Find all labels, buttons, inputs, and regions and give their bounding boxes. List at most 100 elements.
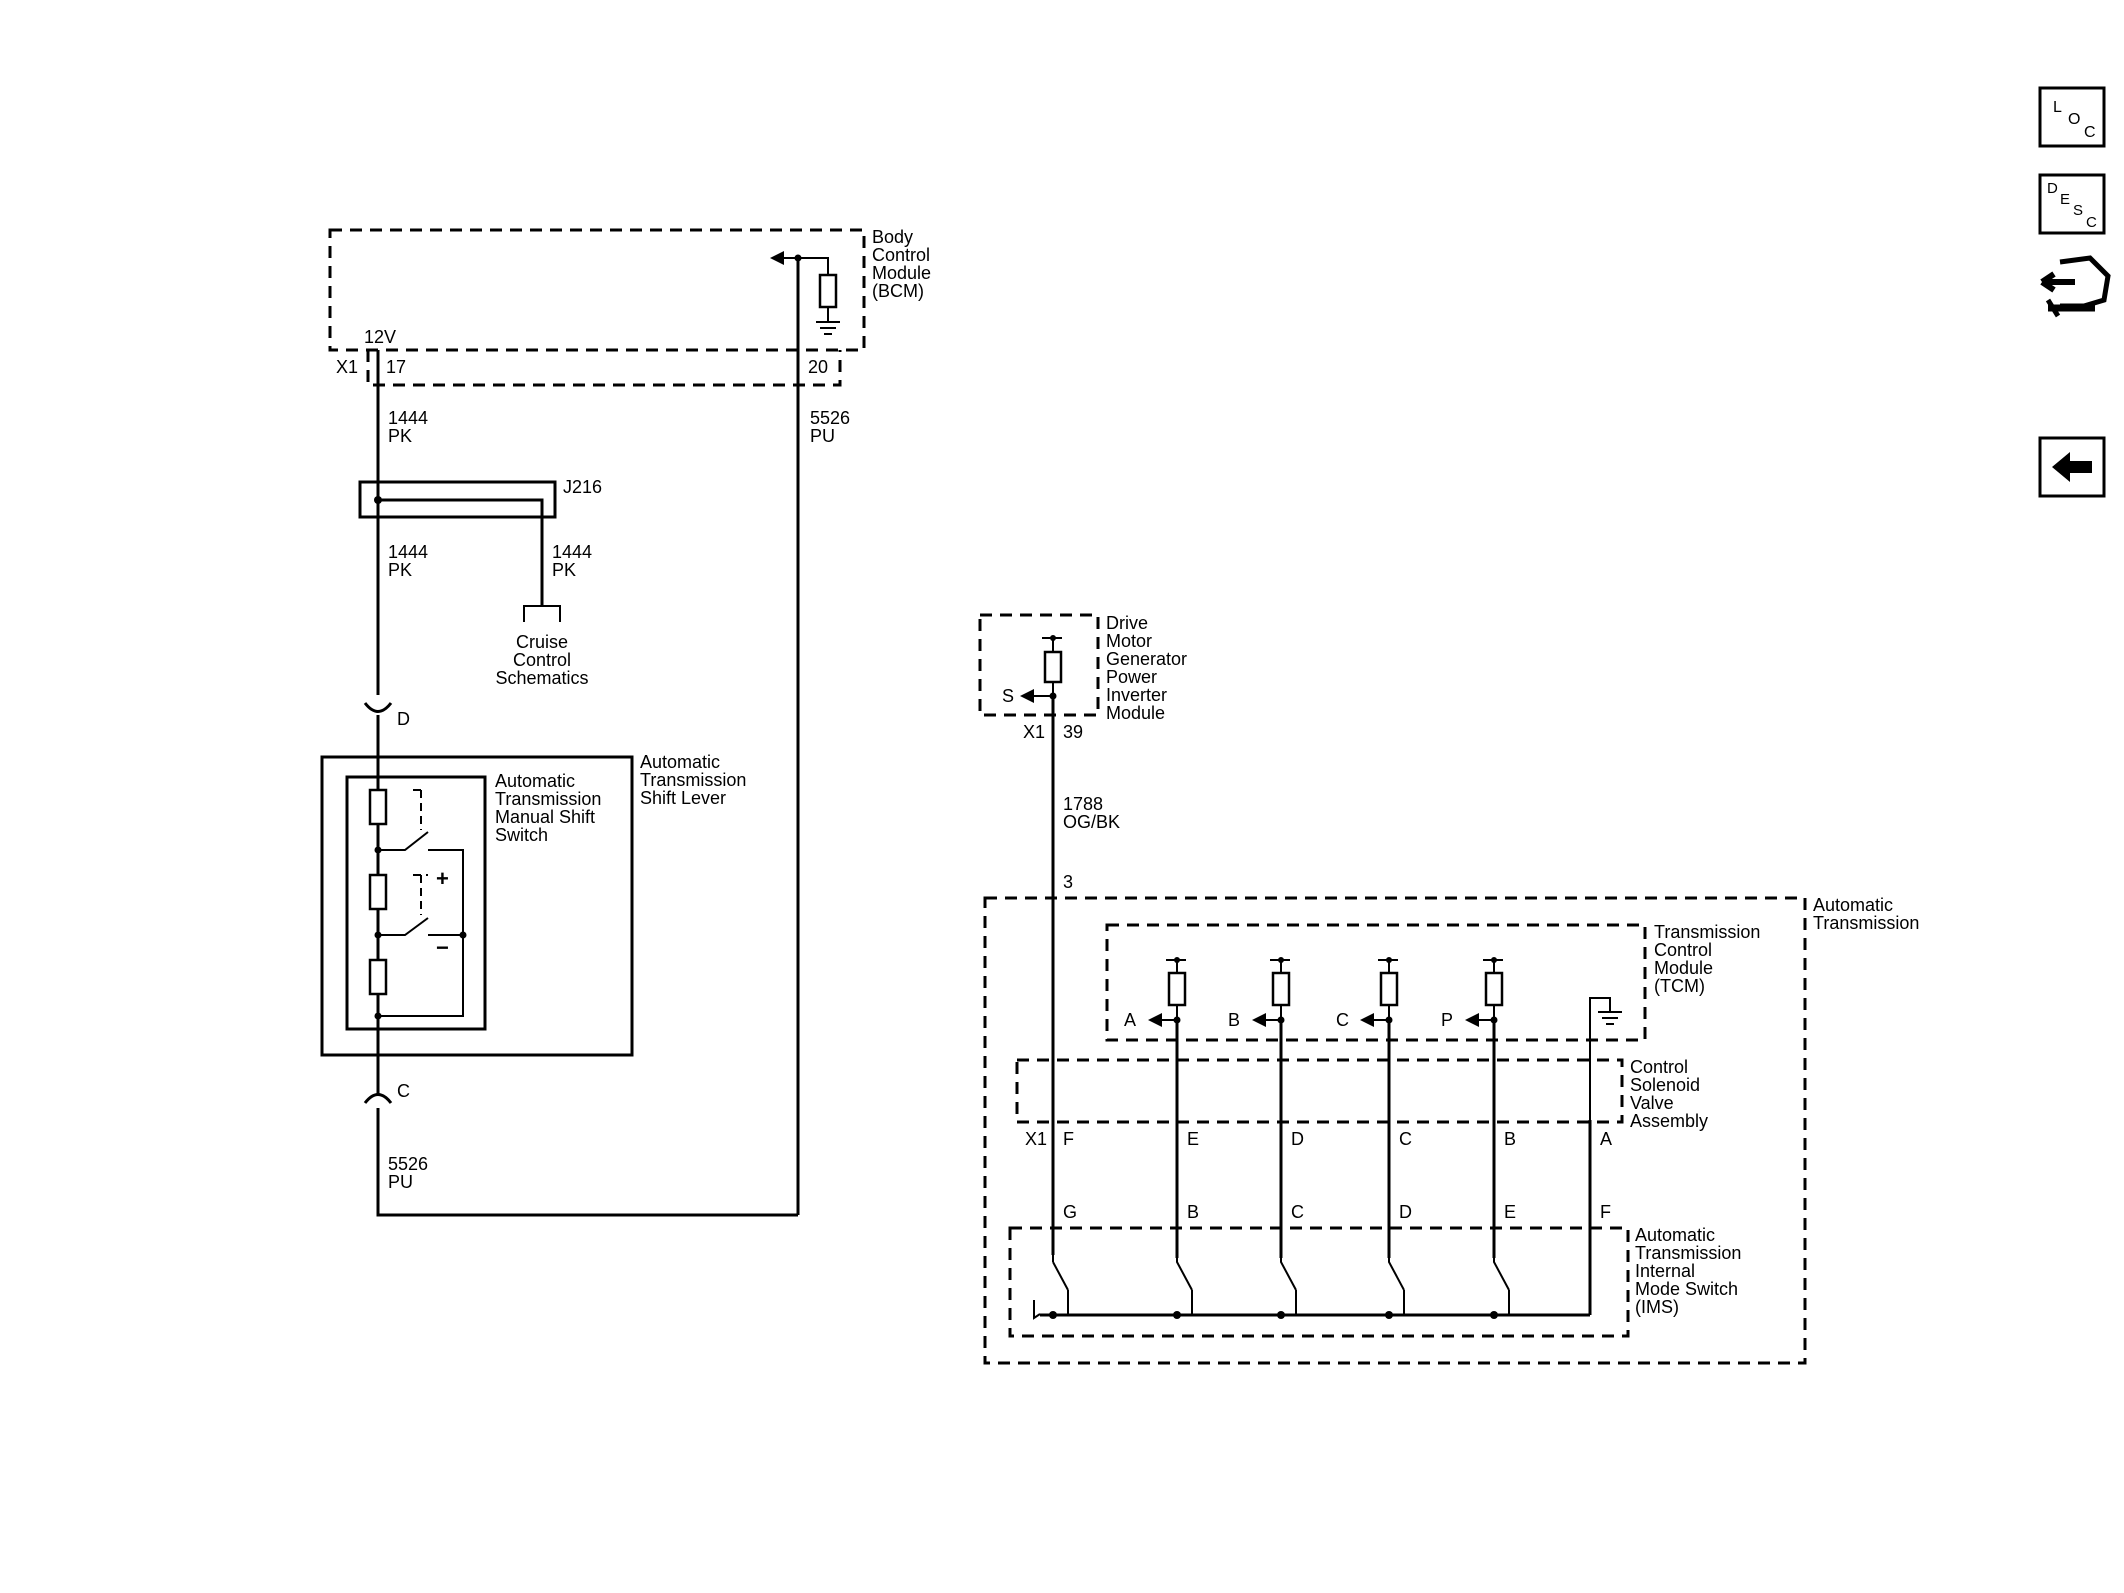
wire-1444-top-circuit: 1444 xyxy=(388,408,428,428)
svg-text:Assembly: Assembly xyxy=(1630,1111,1708,1131)
svg-text:Control: Control xyxy=(1630,1057,1688,1077)
svg-text:Cruise: Cruise xyxy=(516,632,568,652)
svg-text:Manual Shift: Manual Shift xyxy=(495,807,595,827)
ims-pin-g: G xyxy=(1063,1202,1077,1222)
shift-switch-resistor-ladder xyxy=(368,788,467,1020)
desc-button[interactable]: D E S C xyxy=(2038,173,2106,235)
svg-text:Generator: Generator xyxy=(1106,649,1187,669)
svg-text:Drive: Drive xyxy=(1106,613,1148,633)
tcm-channel-c xyxy=(1360,957,1399,1027)
svg-text:(IMS): (IMS) xyxy=(1635,1297,1679,1317)
solenoid-box xyxy=(1015,1058,1624,1124)
solenoid-pin-a: A xyxy=(1600,1129,1612,1149)
svg-text:Shift Lever: Shift Lever xyxy=(640,788,726,808)
solenoid-pin-e: E xyxy=(1187,1129,1199,1149)
back-button[interactable] xyxy=(2038,436,2106,498)
wire-5526-right-color: PU xyxy=(810,426,835,446)
svg-text:Schematics: Schematics xyxy=(495,668,588,688)
cruise-reference-bracket xyxy=(523,605,561,622)
tcm-channel-b xyxy=(1252,957,1291,1027)
dmgpim-connector-label: X1 xyxy=(1023,722,1045,742)
ims-switches xyxy=(1033,1255,1590,1320)
svg-text:Transmission: Transmission xyxy=(1635,1243,1741,1263)
svg-text:Control: Control xyxy=(1654,940,1712,960)
wire-5526-bottom-color: PU xyxy=(388,1172,413,1192)
svg-text:Motor: Motor xyxy=(1106,631,1152,651)
wire-1444-mid-circuit: 1444 xyxy=(388,542,428,562)
svg-text:Solenoid: Solenoid xyxy=(1630,1075,1700,1095)
ims-label: Automatic Transmission Internal Mode Swi… xyxy=(1635,1225,1741,1317)
wire-5526-bottom xyxy=(376,1108,798,1217)
loc-letter-2: O xyxy=(2068,111,2080,128)
shift-lever-box xyxy=(320,755,634,1057)
svg-text:Automatic: Automatic xyxy=(1635,1225,1715,1245)
wire-5526-right-circuit: 5526 xyxy=(810,408,850,428)
svg-text:Module: Module xyxy=(1654,958,1713,978)
desc-letter-1: D xyxy=(2047,180,2058,197)
svg-text:Transmission: Transmission xyxy=(495,789,601,809)
solenoid-label: Control Solenoid Valve Assembly xyxy=(1630,1057,1708,1131)
auto-trans-pin-3: 3 xyxy=(1063,872,1073,892)
svg-text:Automatic: Automatic xyxy=(495,771,575,791)
solenoid-pin-b: B xyxy=(1504,1129,1516,1149)
solenoid-connector-label: X1 xyxy=(1025,1129,1047,1149)
manual-shift-switch-label: Automatic Transmission Manual Shift Swit… xyxy=(495,771,601,845)
dmgpim-label: Drive Motor Generator Power Inverter Mod… xyxy=(1106,613,1187,723)
svg-text:Automatic: Automatic xyxy=(1813,895,1893,915)
svg-text:Valve: Valve xyxy=(1630,1093,1674,1113)
tcm-channel-a xyxy=(1148,957,1187,1027)
bcm-box xyxy=(328,228,866,352)
wire-1444-mid-color: PK xyxy=(388,560,412,580)
loc-button[interactable]: L O C xyxy=(2038,86,2106,148)
bcm-connector-x1 xyxy=(366,350,842,387)
manual-shift-switch-box xyxy=(345,775,487,1031)
svg-text:Power: Power xyxy=(1106,667,1157,687)
tcm-signal-p: P xyxy=(1441,1010,1453,1030)
shift-lever-label: Automatic Transmission Shift Lever xyxy=(640,752,746,808)
dmgpim-box xyxy=(978,613,1100,717)
tcm-channel-p xyxy=(1465,957,1504,1027)
upshift-plus-symbol: + xyxy=(436,866,449,891)
solenoid-pin-f: F xyxy=(1063,1129,1074,1149)
svg-text:Control: Control xyxy=(872,245,930,265)
svg-text:Transmission: Transmission xyxy=(1813,913,1919,933)
tcm-signal-c: C xyxy=(1336,1010,1349,1030)
svg-text:(BCM): (BCM) xyxy=(872,281,924,301)
auto-trans-label: Automatic Transmission xyxy=(1813,895,1919,933)
dmgpim-arrow-icon xyxy=(1020,689,1034,703)
tcm-signal-b: B xyxy=(1228,1010,1240,1030)
desc-letter-3: S xyxy=(2073,202,2083,219)
svg-text:Mode Switch: Mode Switch xyxy=(1635,1279,1738,1299)
svg-text:Switch: Switch xyxy=(495,825,548,845)
ims-pin-e: E xyxy=(1504,1202,1516,1222)
svg-text:Transmission: Transmission xyxy=(640,770,746,790)
tcm-ground-icon xyxy=(1589,997,1622,1200)
connector-tool-icon[interactable] xyxy=(2040,255,2111,318)
wire-1788-circuit: 1788 xyxy=(1063,794,1103,814)
svg-text:Internal: Internal xyxy=(1635,1261,1695,1281)
bcm-pin-20: 20 xyxy=(808,357,828,377)
bcm-pullup-resistor xyxy=(798,257,840,335)
wire-5526-bottom-circuit: 5526 xyxy=(388,1154,428,1174)
back-arrow-icon xyxy=(2052,452,2092,482)
svg-text:Body: Body xyxy=(872,227,913,247)
wire-1444-branch xyxy=(378,498,544,605)
loc-letter-3: C xyxy=(2084,124,2096,141)
ims-pin-b: B xyxy=(1187,1202,1199,1222)
desc-letter-2: E xyxy=(2060,191,2070,208)
svg-text:Control: Control xyxy=(513,650,571,670)
wire-1788-color: OG/BK xyxy=(1063,812,1120,832)
bcm-pin-17: 17 xyxy=(386,357,406,377)
loc-letter-1: L xyxy=(2053,99,2062,116)
bcm-connector-label: X1 xyxy=(336,357,358,377)
wire-1444-branch-circuit: 1444 xyxy=(552,542,592,562)
downshift-minus-symbol: − xyxy=(436,935,449,960)
connector-c-label: C xyxy=(397,1081,410,1101)
desc-letter-4: C xyxy=(2086,214,2097,231)
ims-pin-f: F xyxy=(1600,1202,1611,1222)
svg-text:Automatic: Automatic xyxy=(640,752,720,772)
connector-d xyxy=(363,702,393,713)
svg-text:Module: Module xyxy=(1106,703,1165,723)
ims-pin-c: C xyxy=(1291,1202,1304,1222)
